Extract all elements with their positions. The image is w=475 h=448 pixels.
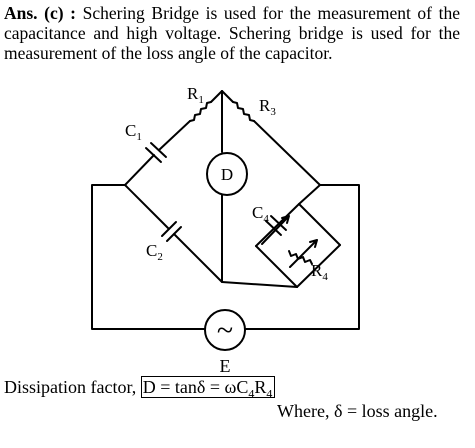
- wire-right-block: [298, 184, 321, 205]
- resistor-r1: [189, 101, 212, 122]
- where-note: Where, δ = loss angle.: [277, 401, 438, 421]
- formula-main: D = tanδ = ωC: [142, 377, 249, 397]
- capacitor-c4: [265, 215, 287, 236]
- source-symbol: ~: [217, 314, 233, 347]
- wire-parallel-right: [298, 203, 341, 246]
- wire-top-right: [221, 90, 234, 103]
- answer-paragraph: Ans. (c) : Schering Bridge is used for t…: [4, 3, 460, 63]
- label-c2: C2: [146, 241, 163, 263]
- source-circle: [204, 309, 246, 351]
- label-r4: R4: [311, 261, 328, 283]
- wire-source-right: [244, 184, 360, 330]
- wire-parallel-bottom: [296, 244, 341, 288]
- resistor-r4: [288, 250, 313, 265]
- wire-left-c2: [124, 184, 169, 229]
- wire-r3-right: [253, 120, 321, 186]
- label-c1: C1: [125, 121, 142, 143]
- label-r3: R3: [259, 96, 276, 118]
- label-r1: R1: [187, 84, 204, 106]
- label-c4: C4: [252, 203, 269, 225]
- dissipation-prefix: Dissipation factor,: [4, 377, 137, 397]
- answer-lead: Ans. (c) :: [4, 3, 76, 23]
- detector-circle: [206, 152, 248, 196]
- variable-arrow-r4: [289, 239, 318, 268]
- wire-block-bottom: [221, 281, 298, 288]
- wire-top-left: [210, 90, 223, 103]
- wire-r1-c1: [158, 120, 191, 151]
- wire-c2-bottom: [173, 233, 223, 283]
- formula-sub-r: 4: [266, 386, 273, 401]
- wire-source-left: [91, 184, 206, 330]
- wire-parallel-left: [255, 245, 298, 288]
- dissipation-line: Dissipation factor, D = tanδ = ωC4R4: [4, 376, 276, 405]
- variable-arrow-c4: [261, 215, 290, 245]
- label-source: E: [220, 356, 231, 376]
- resistor-r3: [232, 101, 255, 122]
- answer-text: Schering Bridge is used for the measurem…: [4, 3, 460, 63]
- wire-c1-left: [124, 154, 155, 186]
- formula-r: R: [254, 377, 267, 397]
- formula-sub-c: 4: [248, 386, 255, 401]
- dissipation-formula: D = tanδ = ωC4R4: [140, 376, 276, 401]
- label-detector: D: [221, 165, 233, 184]
- wire-parallel-top: [255, 203, 300, 247]
